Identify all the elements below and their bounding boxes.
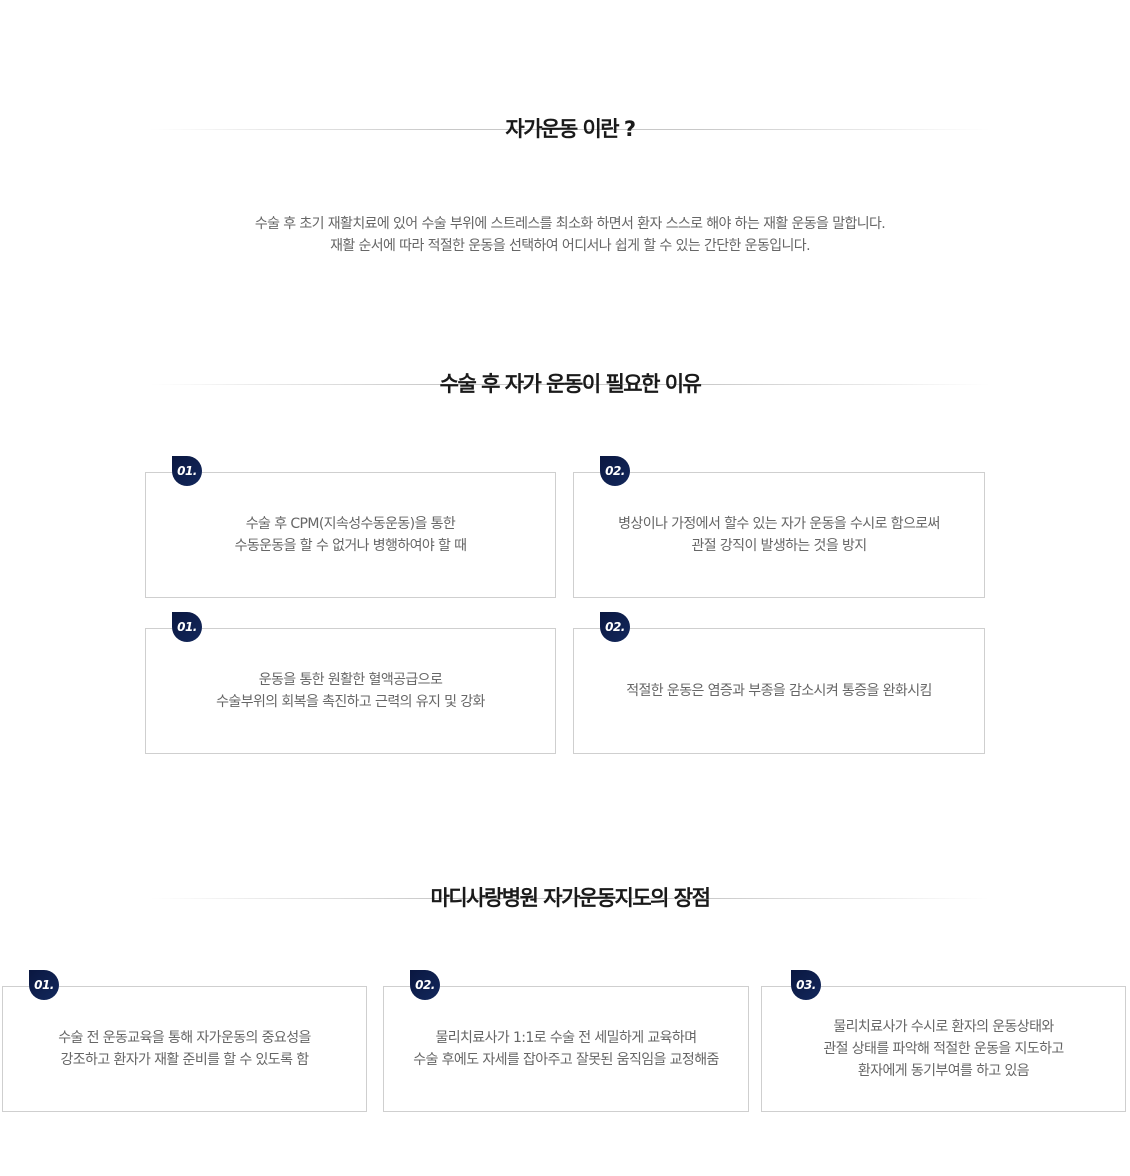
- card-text: 관절 상태를 파악해 적절한 운동을 지도하고: [823, 1041, 1064, 1057]
- number-badge: 02.: [600, 612, 630, 642]
- card-text: 수동운동을 할 수 없거나 병행하여야 할 때: [234, 538, 467, 554]
- title-divider: [150, 384, 990, 385]
- section-title: 마디사랑병원 자가운동지도의 장점: [430, 886, 711, 910]
- card-text: 수술 전 운동교육을 통해 자가운동의 중요성을: [58, 1030, 311, 1046]
- card-text: 수술 후 CPM(지속성수동운동)을 통한: [245, 516, 456, 532]
- number-badge: 01.: [172, 456, 202, 486]
- card-text: 물리치료사가 1:1로 수술 전 세밀하게 교육하며: [435, 1030, 697, 1046]
- number-badge: 01.: [172, 612, 202, 642]
- section-advantages: 마디사랑병원 자가운동지도의 장점: [150, 883, 990, 913]
- title-divider: [150, 898, 990, 899]
- intro-line: 수술 후 초기 재활치료에 있어 수술 부위에 스트레스를 최소화 하면서 환자…: [254, 216, 886, 232]
- card-text: 물리치료사가 수시로 환자의 운동상태와: [833, 1019, 1054, 1035]
- number-badge: 01.: [29, 970, 59, 1000]
- card-text: 적절한 운동은 염증과 부종을 감소시켜 통증을 완화시킴: [626, 683, 932, 699]
- card-text: 강조하고 환자가 재활 준비를 할 수 있도록 함: [60, 1052, 309, 1068]
- intro-text: 수술 후 초기 재활치료에 있어 수술 부위에 스트레스를 최소화 하면서 환자…: [150, 213, 990, 257]
- card-text: 환자에게 동기부여를 하고 있음: [857, 1063, 1030, 1079]
- section-title: 수술 후 자가 운동이 필요한 이유: [439, 372, 702, 396]
- reason-card: 적절한 운동은 염증과 부종을 감소시켜 통증을 완화시킴: [573, 628, 985, 754]
- card-text: 관절 강직이 발생하는 것을 방지: [691, 538, 867, 554]
- number-badge: 02.: [600, 456, 630, 486]
- card-text: 수술부위의 회복을 촉진하고 근력의 유지 및 강화: [216, 694, 485, 710]
- title-divider: [150, 129, 990, 130]
- intro-line: 재활 순서에 따라 적절한 운동을 선택하여 어디서나 쉽게 할 수 있는 간단…: [330, 238, 810, 254]
- number-badge: 03.: [791, 970, 821, 1000]
- card-text: 운동을 통한 원활한 혈액공급으로: [258, 672, 443, 688]
- card-text: 수술 후에도 자세를 잡아주고 잘못된 움직임을 교정해줌: [413, 1052, 719, 1068]
- card-text: 병상이나 가정에서 할수 있는 자가 운동을 수시로 함으로써: [618, 516, 940, 532]
- number-badge: 02.: [410, 970, 440, 1000]
- section-why-needed: 수술 후 자가 운동이 필요한 이유: [150, 369, 990, 399]
- section-what-is-self-exercise: 자가운동 이란 ?: [150, 114, 990, 144]
- section-title: 자가운동 이란 ?: [505, 117, 636, 141]
